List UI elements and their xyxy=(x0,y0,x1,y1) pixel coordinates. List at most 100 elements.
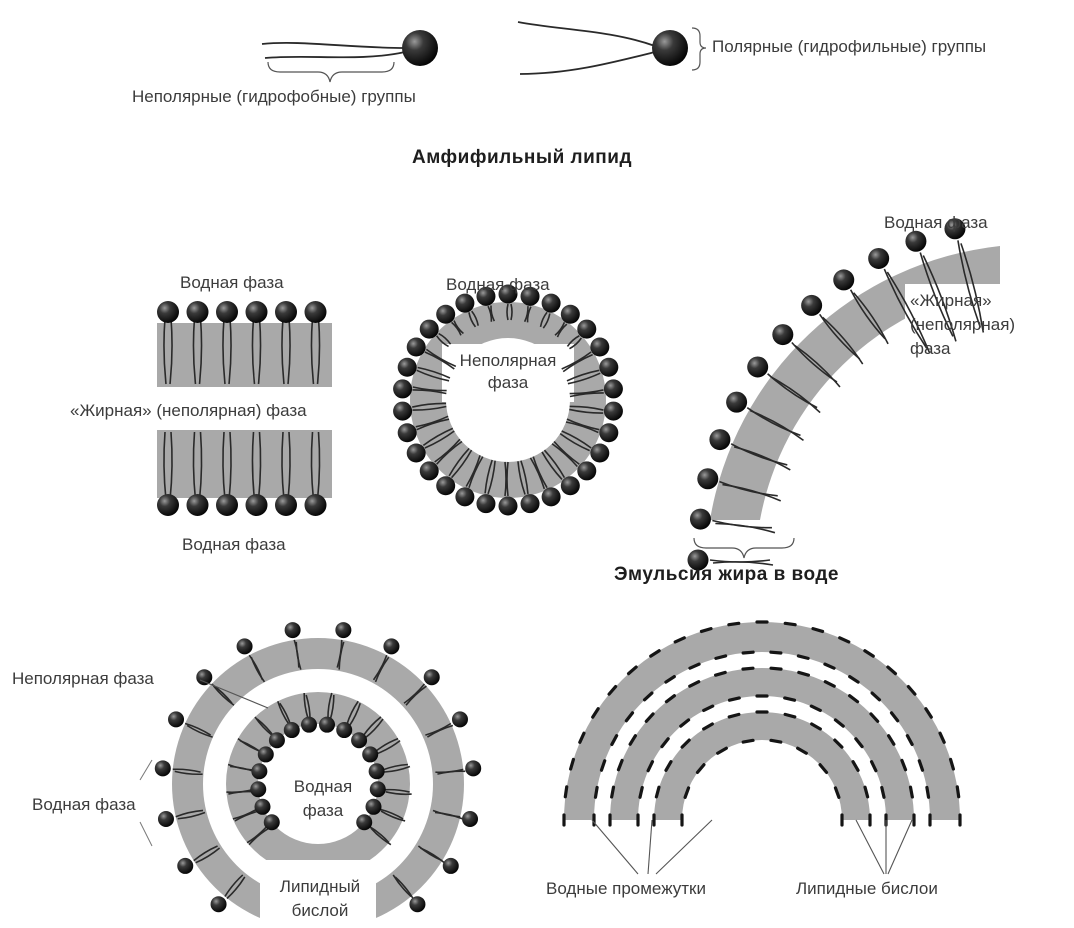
lipid-head xyxy=(772,324,793,345)
lipid-head xyxy=(436,476,455,495)
lipid-tail xyxy=(262,43,405,48)
lipid-head xyxy=(604,379,623,398)
label-liposome-nonpolar: Неполярная фаза xyxy=(12,668,154,689)
lipid-head xyxy=(436,305,455,324)
lipid-head xyxy=(370,781,386,797)
label-bilayer-bottom-phase: Водная фаза xyxy=(182,534,286,555)
emulsion-fat-in-water xyxy=(688,218,1016,570)
lipid-head xyxy=(420,320,439,339)
lipid-head xyxy=(301,717,317,733)
lipid-head xyxy=(443,858,459,874)
lipid-mark xyxy=(743,668,753,669)
lipid-head xyxy=(599,423,618,442)
lipid-mark xyxy=(910,787,912,797)
lipid-tail xyxy=(265,52,405,58)
emulsion-brace xyxy=(694,538,794,558)
lipid-head xyxy=(577,461,596,480)
lipid-mark xyxy=(595,787,597,797)
lipid-head xyxy=(351,732,367,748)
lipid-mark xyxy=(771,740,781,742)
lipid-head xyxy=(542,294,561,313)
lipid-mark xyxy=(785,623,795,624)
lipid-mark xyxy=(730,698,740,700)
lipid-head xyxy=(250,781,266,797)
pointer-line xyxy=(140,822,152,846)
lipid-head xyxy=(211,896,227,912)
lipid-head xyxy=(590,444,609,463)
lipid-mark xyxy=(771,668,781,669)
lipid-head xyxy=(402,30,438,66)
polar-brace xyxy=(692,28,706,70)
label-bilayer-top-phase: Водная фаза xyxy=(180,272,284,293)
lipid-head xyxy=(187,301,209,323)
lipid-head xyxy=(747,356,768,377)
label-bilayer-middle-phase: «Жирная» (неполярная) фаза xyxy=(70,400,307,421)
lipid-head xyxy=(157,301,179,323)
lipid-head xyxy=(366,799,382,815)
lipid-head xyxy=(393,402,412,421)
lipid-head xyxy=(319,717,335,733)
label-liposome-bilayer-2: бислой xyxy=(270,900,370,921)
lipid-head xyxy=(599,358,618,377)
amphiphilic-lipid-2 xyxy=(518,22,688,74)
label-emulsion-fat-2: (неполярная) xyxy=(910,314,1015,335)
label-emulsion-fat-1: «Жирная» xyxy=(910,290,992,311)
lipid-head xyxy=(801,295,822,316)
lipid-mark xyxy=(743,740,753,742)
lipid-head xyxy=(251,763,267,779)
lipid-tail xyxy=(520,52,655,74)
lipid-head xyxy=(275,301,297,323)
lipid-head xyxy=(561,305,580,324)
lipid-mark xyxy=(729,623,739,624)
lipid-head xyxy=(709,429,730,450)
lipid-head xyxy=(177,858,193,874)
lamellar-band xyxy=(654,712,870,820)
micelle xyxy=(393,285,623,516)
lipid-head xyxy=(905,231,926,252)
lipid-head xyxy=(335,622,351,638)
label-emulsion-outer-phase: Водная фаза xyxy=(884,212,988,233)
lipid-head xyxy=(868,248,889,269)
lipid-head xyxy=(168,711,184,727)
lipid-tail xyxy=(518,22,655,46)
lipid-head xyxy=(726,392,747,413)
lipid-head xyxy=(362,746,378,762)
lipid-head xyxy=(246,301,268,323)
title-amphiphilic-lipid: Амфифильный липид xyxy=(412,147,632,168)
pointer-line xyxy=(888,820,912,874)
label-micelle-inner-phase-2: фаза xyxy=(442,372,574,393)
lipid-head xyxy=(356,814,372,830)
lamellar-phase xyxy=(564,622,960,825)
lipid-head xyxy=(216,301,238,323)
lipid-head xyxy=(499,497,518,516)
lipid-head xyxy=(264,814,280,830)
label-water-gaps: Водные промежутки xyxy=(546,878,706,899)
label-liposome-water-inner-1: Водная xyxy=(288,776,358,797)
lipid-mark xyxy=(927,787,929,797)
label-polar-groups: Полярные (гидрофильные) группы xyxy=(712,36,986,57)
lipid-head xyxy=(409,896,425,912)
label-liposome-bilayer-1: Липидный xyxy=(270,876,370,897)
lipid-head xyxy=(697,468,718,489)
lipid-mark xyxy=(640,788,642,798)
lipid-head xyxy=(398,423,417,442)
lipid-mark xyxy=(771,652,781,653)
lipid-head xyxy=(462,811,478,827)
lipid-head xyxy=(254,799,270,815)
lamellar-pointers xyxy=(592,820,912,874)
lipid-head xyxy=(561,476,580,495)
lipid-head xyxy=(604,402,623,421)
lipid-head xyxy=(269,732,285,748)
lipid-head xyxy=(393,379,412,398)
lipid-head xyxy=(398,358,417,377)
lipid-head xyxy=(258,746,274,762)
lipid-head xyxy=(521,494,540,513)
lipid-head xyxy=(465,760,481,776)
pointer-line xyxy=(592,820,638,874)
lipid-head xyxy=(336,722,352,738)
lipid-head xyxy=(476,494,495,513)
lipid-head xyxy=(284,722,300,738)
pointer-line xyxy=(856,820,884,874)
lipid-mark xyxy=(785,698,795,700)
lipid-head xyxy=(455,487,474,506)
